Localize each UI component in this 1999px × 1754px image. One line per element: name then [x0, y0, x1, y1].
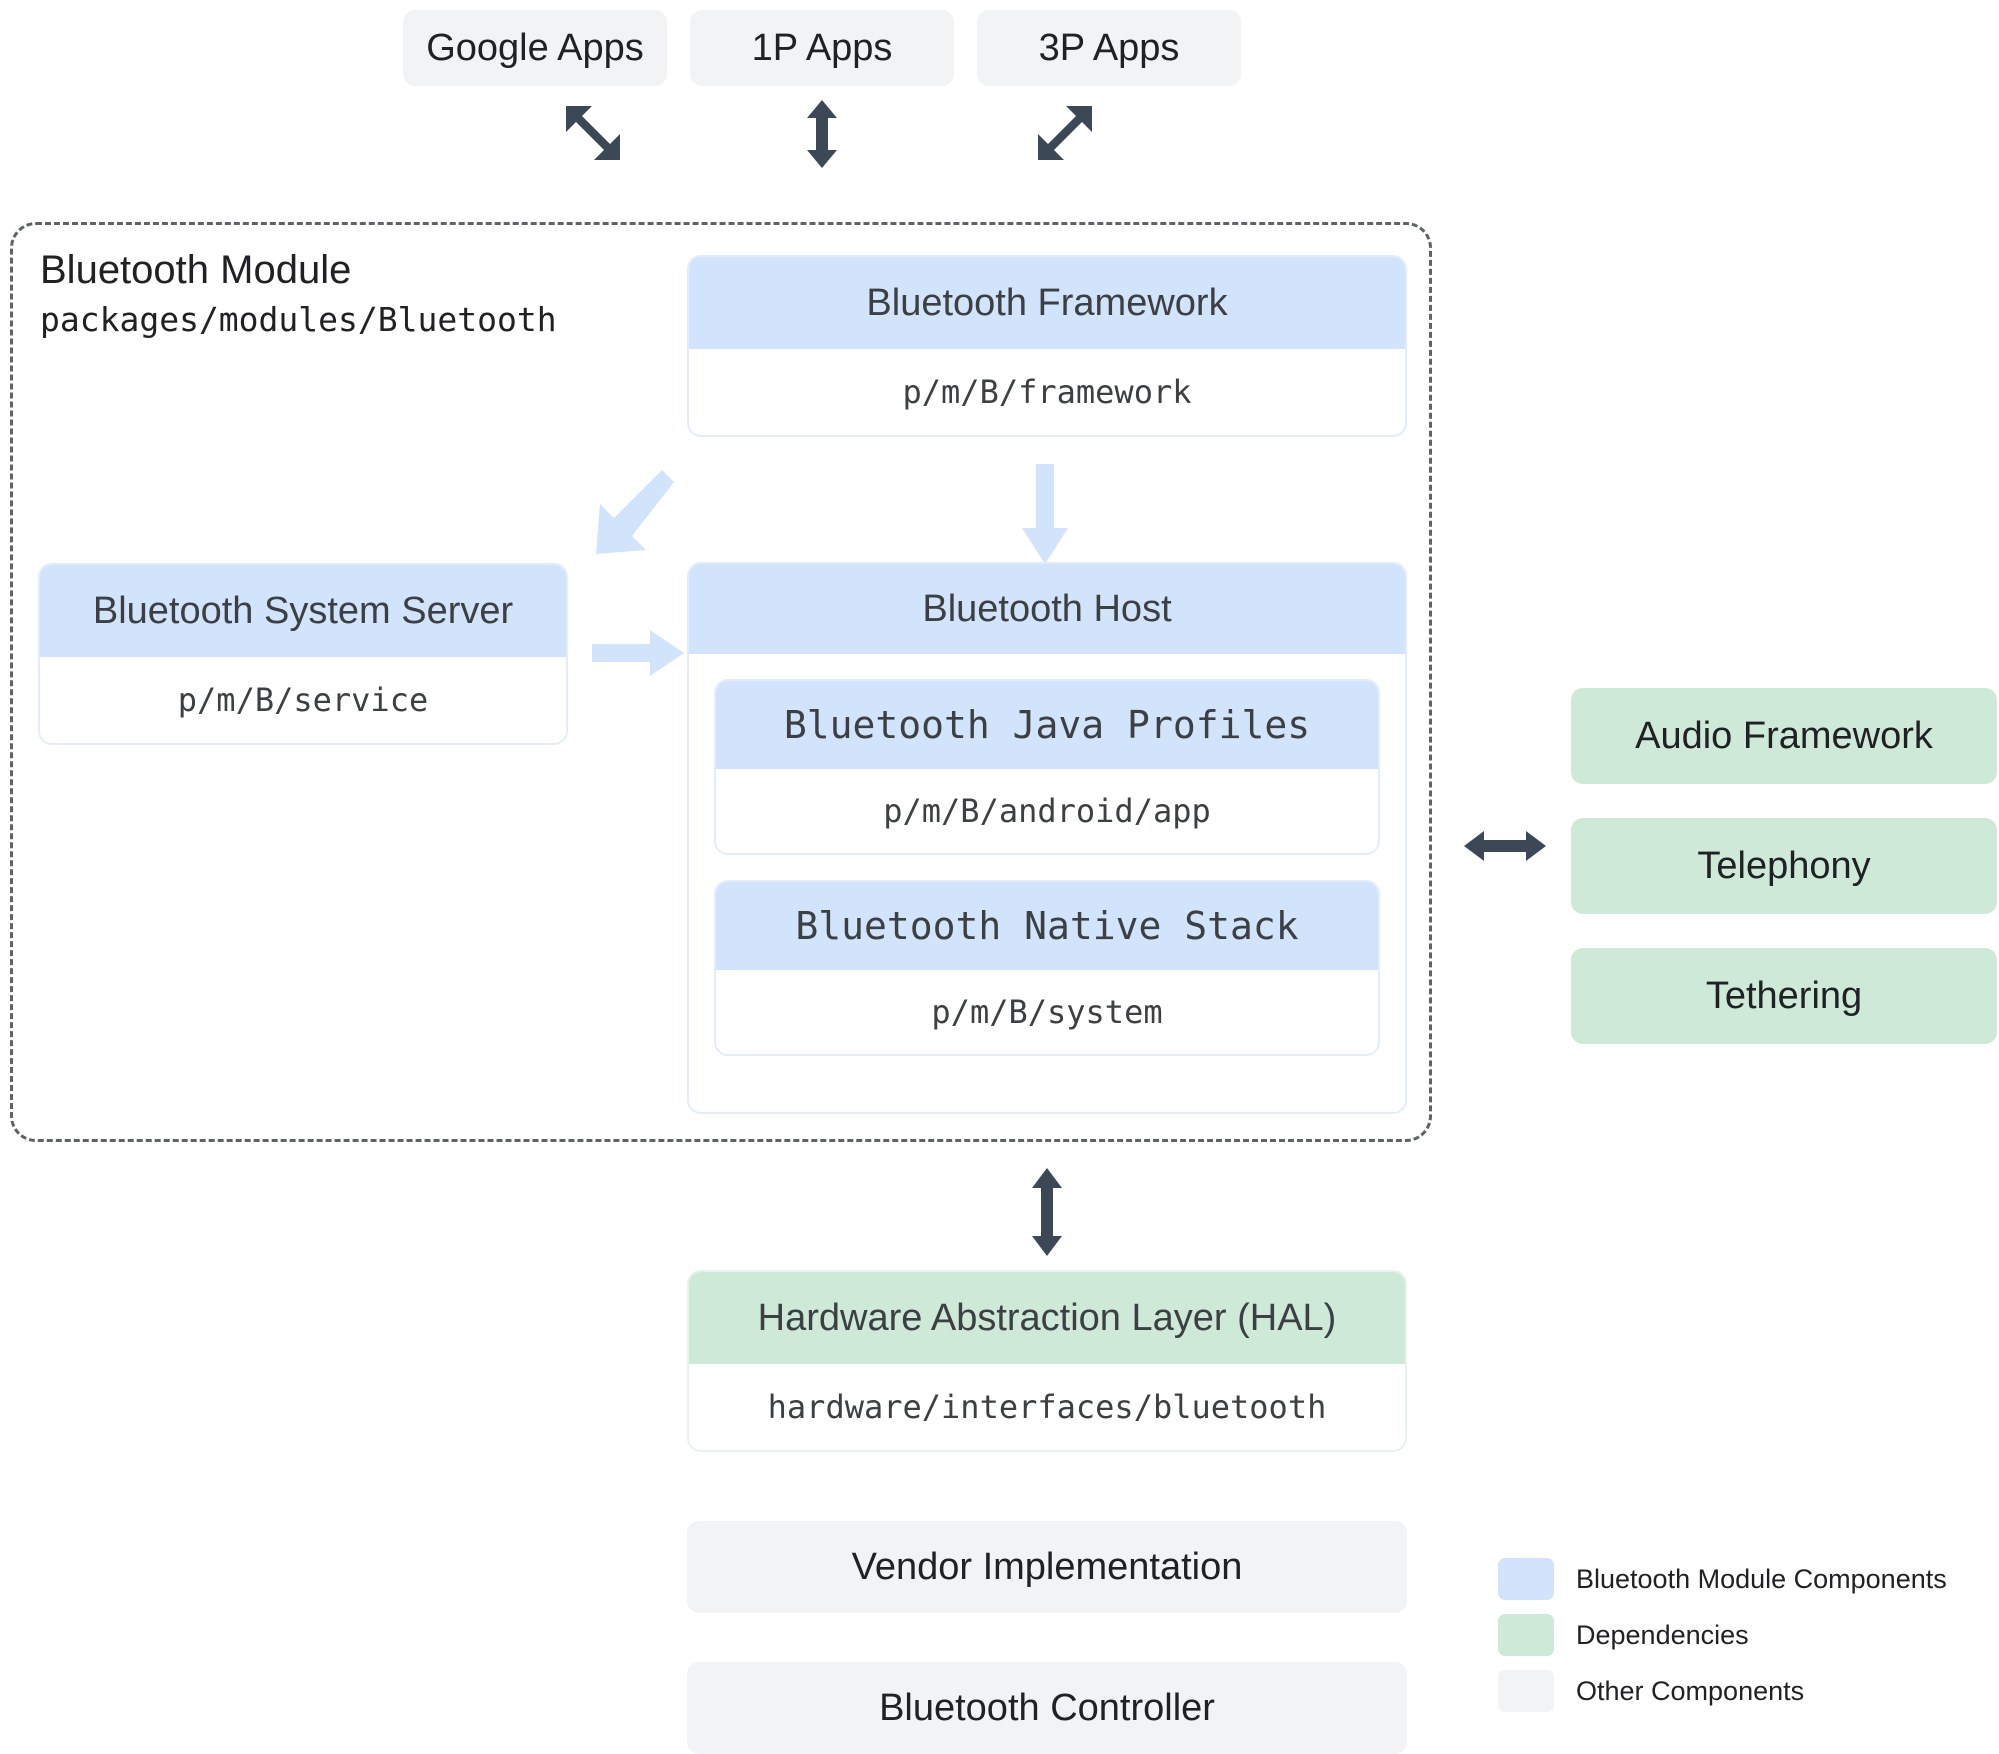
- arrow-host-to-dependencies: [1464, 828, 1546, 864]
- card-bluetooth-system-server[interactable]: Bluetooth System Server p/m/B/service: [38, 563, 568, 745]
- card-title: Bluetooth Host: [922, 587, 1172, 630]
- arrow-system-server-to-host: [592, 630, 684, 676]
- box-vendor-implementation[interactable]: Vendor Implementation: [687, 1521, 1407, 1613]
- arrow-3p-apps-to-framework: [1022, 100, 1102, 168]
- arrow-google-apps-to-framework: [556, 100, 636, 168]
- module-path: packages/modules/Bluetooth: [40, 300, 557, 339]
- legend-item-dependencies: Dependencies: [1498, 1608, 1968, 1662]
- dependency-label: Telephony: [1697, 844, 1871, 887]
- card-path: p/m/B/service: [40, 657, 566, 743]
- card-path-text: p/m/B/framework: [902, 373, 1192, 411]
- box-label: Vendor Implementation: [851, 1545, 1243, 1588]
- legend-label: Other Components: [1576, 1675, 1805, 1706]
- box-label: Bluetooth Controller: [879, 1686, 1215, 1729]
- card-path: p/m/B/framework: [689, 349, 1405, 435]
- card-header: Bluetooth Native Stack: [716, 882, 1378, 970]
- dependency-box-tethering[interactable]: Tethering: [1571, 948, 1997, 1044]
- app-box-3p-apps[interactable]: 3P Apps: [977, 10, 1241, 86]
- arrow-framework-to-system-server: [592, 470, 682, 558]
- card-title: Bluetooth System Server: [92, 589, 514, 632]
- arrow-framework-to-host: [1022, 464, 1068, 564]
- card-header: Bluetooth Framework: [689, 257, 1405, 349]
- legend-item-other-components: Other Components: [1498, 1664, 1968, 1718]
- card-path-text: p/m/B/android/app: [883, 792, 1211, 830]
- card-path: p/m/B/system: [716, 970, 1378, 1054]
- legend-swatch: [1498, 1670, 1554, 1712]
- app-box-1p-apps[interactable]: 1P Apps: [690, 10, 954, 86]
- card-header: Bluetooth Host: [689, 564, 1405, 654]
- card-header: Hardware Abstraction Layer (HAL): [689, 1272, 1405, 1364]
- card-bluetooth-native-stack[interactable]: Bluetooth Native Stack p/m/B/system: [714, 880, 1380, 1056]
- card-bluetooth-java-profiles[interactable]: Bluetooth Java Profiles p/m/B/android/ap…: [714, 679, 1380, 855]
- legend-label: Bluetooth Module Components: [1576, 1563, 1947, 1594]
- legend: Bluetooth Module Components Dependencies…: [1498, 1552, 1968, 1720]
- box-bluetooth-controller[interactable]: Bluetooth Controller: [687, 1662, 1407, 1754]
- dependency-box-audio-framework[interactable]: Audio Framework: [1571, 688, 1997, 784]
- bluetooth-module-container: [10, 222, 1432, 1142]
- app-box-label: 3P Apps: [1038, 26, 1180, 69]
- card-path: p/m/B/android/app: [716, 769, 1378, 853]
- dependency-label: Tethering: [1705, 974, 1863, 1017]
- card-title: Hardware Abstraction Layer (HAL): [757, 1296, 1337, 1339]
- card-title: Bluetooth Java Profiles: [783, 703, 1311, 747]
- card-title: Bluetooth Native Stack: [795, 904, 1299, 948]
- card-path-text: hardware/interfaces/bluetooth: [767, 1388, 1327, 1426]
- card-header: Bluetooth Java Profiles: [716, 681, 1378, 769]
- dependency-label: Audio Framework: [1635, 714, 1933, 757]
- card-header: Bluetooth System Server: [40, 565, 566, 657]
- module-title: Bluetooth Module: [40, 248, 352, 292]
- legend-item-module-components: Bluetooth Module Components: [1498, 1552, 1968, 1606]
- card-path-text: p/m/B/system: [931, 993, 1163, 1031]
- legend-swatch: [1498, 1558, 1554, 1600]
- card-hal[interactable]: Hardware Abstraction Layer (HAL) hardwar…: [687, 1270, 1407, 1452]
- dependency-box-telephony[interactable]: Telephony: [1571, 818, 1997, 914]
- app-box-label: Google Apps: [426, 26, 644, 69]
- app-box-google-apps[interactable]: Google Apps: [403, 10, 667, 86]
- host-children-area: Bluetooth Java Profiles p/m/B/android/ap…: [689, 654, 1405, 1112]
- card-bluetooth-host[interactable]: Bluetooth Host Bluetooth Java Profiles p…: [687, 562, 1407, 1114]
- arrow-1p-apps-to-framework: [805, 100, 839, 168]
- legend-label: Dependencies: [1576, 1619, 1749, 1650]
- card-path-text: p/m/B/service: [177, 681, 429, 719]
- legend-swatch: [1498, 1614, 1554, 1656]
- card-bluetooth-framework[interactable]: Bluetooth Framework p/m/B/framework: [687, 255, 1407, 437]
- card-title: Bluetooth Framework: [866, 281, 1228, 324]
- app-box-label: 1P Apps: [751, 26, 893, 69]
- card-path: hardware/interfaces/bluetooth: [689, 1364, 1405, 1450]
- arrow-module-to-hal: [1030, 1168, 1064, 1256]
